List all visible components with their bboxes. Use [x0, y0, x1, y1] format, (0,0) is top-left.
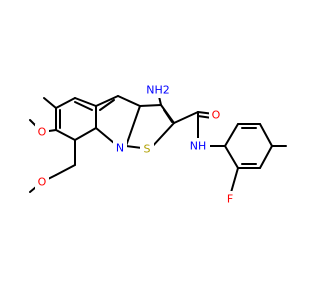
bond-28	[74, 127, 97, 141]
bond-layer	[29, 91, 287, 197]
atom-label-pyridine-nitrogen: N	[116, 142, 124, 155]
atom-label-layer: NH2 O NH N S F	[35, 82, 237, 207]
structure-diagram: NH2 O NH N S F	[29, 82, 287, 207]
bond-13	[173, 111, 199, 124]
bond-11	[99, 99, 115, 111]
bond-7	[95, 95, 119, 107]
bond-6	[117, 95, 141, 107]
atom-label-methoxy-oxygen-lower: O	[38, 176, 47, 189]
molecule-drawing: NH2 O NH N S F	[29, 82, 287, 207]
bond-31	[55, 97, 76, 109]
atom-methoxy-oxygen-upper: O	[35, 124, 49, 140]
bond-34	[74, 101, 93, 111]
bond-29	[55, 129, 76, 141]
atom-label-sulfur: S	[144, 143, 151, 156]
bond-0	[139, 104, 162, 107]
atom-pyridine-nitrogen: N	[113, 140, 127, 156]
bond-18	[224, 123, 239, 147]
bond-20	[259, 123, 273, 147]
atom-label-fluorine: F	[227, 193, 233, 206]
bond-36	[43, 97, 57, 109]
atom-methoxy-oxygen-lower: O	[35, 174, 49, 190]
atom-label-carbonyl-oxygen: O	[212, 109, 221, 122]
atom-amino: NH2	[142, 82, 174, 98]
atom-sulfur: S	[140, 141, 154, 157]
atom-label-methoxy-oxygen-upper: O	[38, 126, 47, 139]
atom-label-amino: NH2	[146, 84, 170, 97]
atom-amide-nitrogen: NH	[186, 138, 210, 154]
atom-carbonyl-oxygen: O	[209, 107, 223, 123]
bond-4	[125, 105, 141, 147]
atom-label-amide-nitrogen: NH	[190, 140, 207, 153]
bond-23	[224, 145, 239, 169]
atom-fluorine: F	[223, 191, 237, 207]
bond-39	[55, 164, 76, 176]
bond-21	[259, 145, 273, 169]
bond-5	[163, 109, 173, 123]
bond-32	[74, 97, 97, 107]
